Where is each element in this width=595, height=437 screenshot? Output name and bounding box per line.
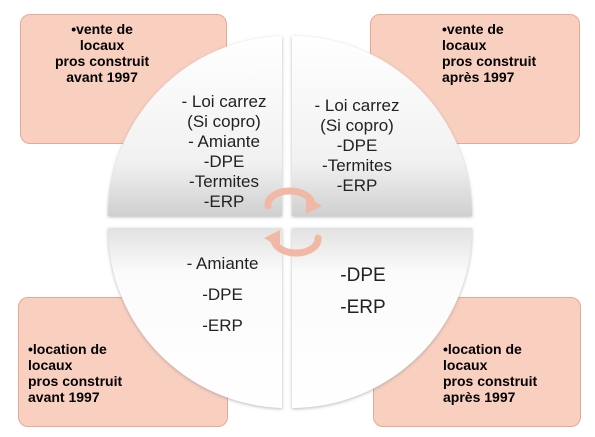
quadrant-top-left bbox=[107, 36, 283, 216]
quadrant-top-right-text: - Loi carrez (Si copro) -DPE -Termites -… bbox=[314, 96, 400, 195]
box-bottom-left-text: •location de locaux pros construit avant… bbox=[28, 341, 123, 405]
quadrant-bottom-left bbox=[107, 228, 282, 408]
arrow-head-icon bbox=[306, 196, 322, 214]
quadrant-bottom-right-text: -DPE -ERP bbox=[340, 265, 386, 318]
arrow-head-icon bbox=[264, 230, 280, 248]
box-top-right-text: •vente de locaux pros construit après 19… bbox=[442, 21, 537, 85]
quadrant-bottom-right bbox=[292, 228, 472, 408]
box-top-left-text: •vente de locaux pros construit avant 19… bbox=[55, 21, 150, 85]
quadrant-bottom-left-text: - Amiante -DPE -ERP bbox=[186, 254, 259, 335]
quadrant-top-right bbox=[292, 36, 472, 216]
box-bottom-right-text: •location de locaux pros construit après… bbox=[443, 341, 538, 405]
quadrant-top-left-text: - Loi carrez (Si copro) - Amiante -DPE -… bbox=[181, 92, 267, 211]
